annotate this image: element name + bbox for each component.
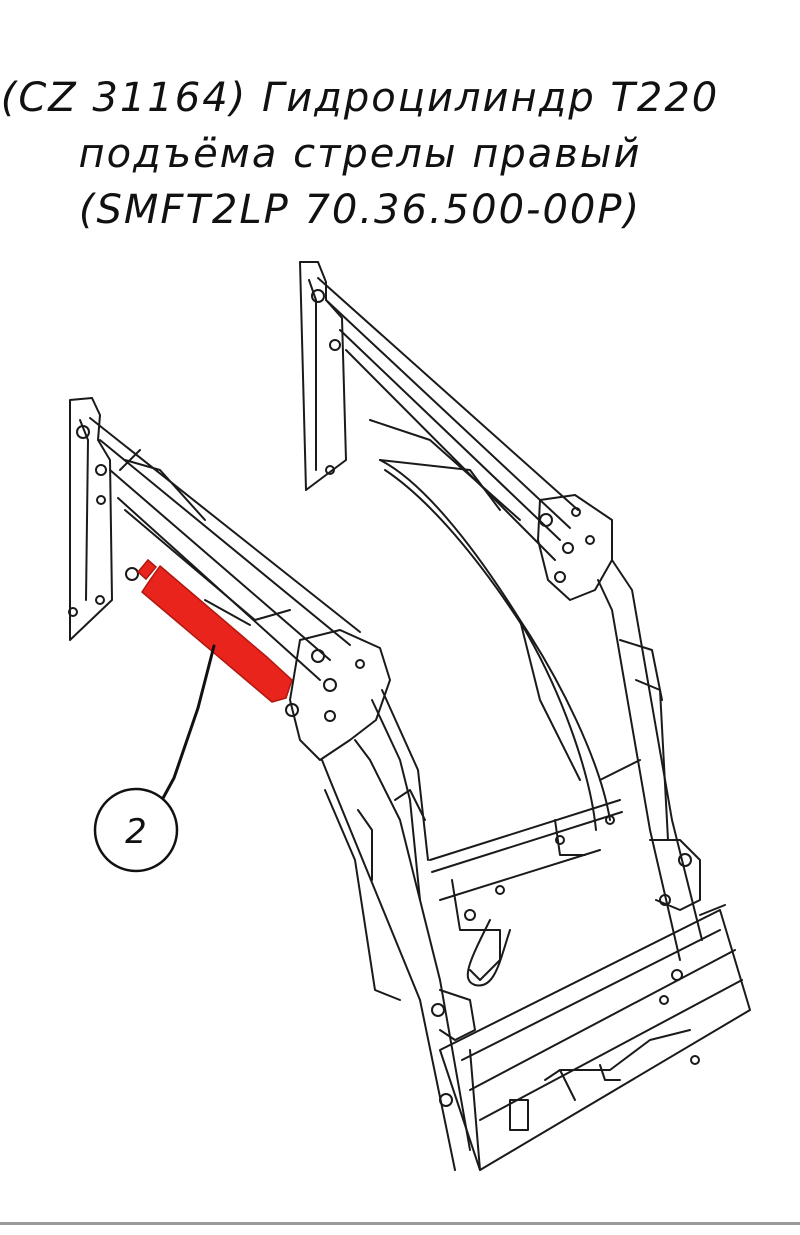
callout-number: 2 xyxy=(125,812,147,852)
highlighted-cylinder xyxy=(136,558,293,703)
left-boom-arm xyxy=(89,417,361,681)
left-elbow-plate xyxy=(285,629,391,761)
right-mount-bracket xyxy=(299,261,347,491)
title-line-3: (SMFT2LP 70.36.500-00P) xyxy=(78,187,642,233)
right-elbow-plate xyxy=(537,494,613,601)
title-line-1: (CZ 31164) Гидроцилиндр Т220 xyxy=(0,75,720,121)
bottom-divider xyxy=(0,1222,800,1225)
callout-circle xyxy=(93,787,179,873)
bucket-frame xyxy=(439,904,751,1171)
callout-2: 2 xyxy=(93,644,216,873)
hydraulic-hoses xyxy=(379,459,641,987)
right-boom-arm xyxy=(317,277,579,561)
left-mount-bracket xyxy=(68,397,139,641)
leader-line xyxy=(160,644,216,802)
right-upright xyxy=(597,559,703,961)
title-line-2: подъёма стрелы правый xyxy=(78,131,642,177)
left-upright xyxy=(321,689,476,1171)
cross-tube xyxy=(429,799,623,981)
part-title: (CZ 31164) Гидроцилиндр Т220 подъёма стр… xyxy=(0,70,720,238)
